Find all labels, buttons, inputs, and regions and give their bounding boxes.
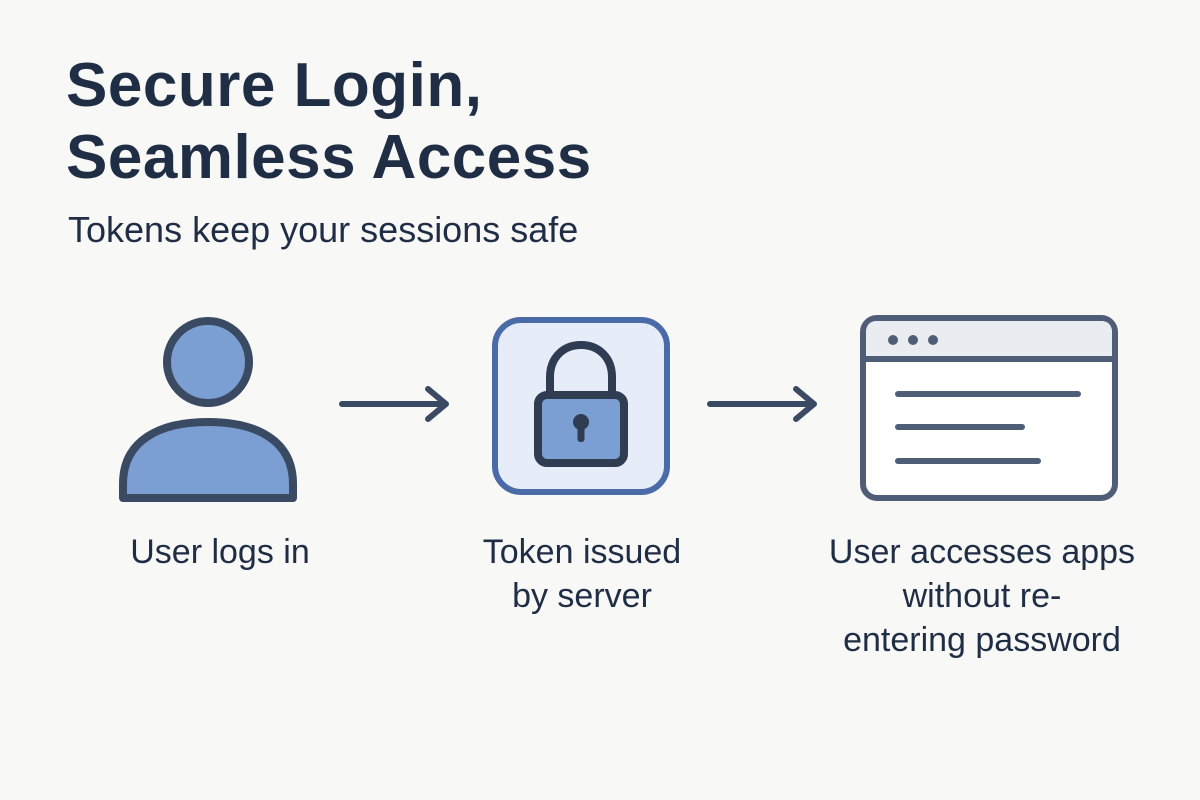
step-label-line: entering password (843, 621, 1121, 659)
step-label-line: by server (512, 577, 652, 615)
window-dot (928, 335, 938, 345)
step-label-token: Token issued by server (432, 530, 732, 618)
page-title: Secure Login, Seamless Access (66, 50, 592, 194)
subtitle: Tokens keep your sessions safe (68, 209, 579, 250)
window-dot (908, 335, 918, 345)
keyhole (573, 414, 589, 430)
browser-window-icon (860, 315, 1118, 501)
window-dot (888, 335, 898, 345)
title-line-1: Secure Login, (66, 51, 483, 120)
step-label-access: User accesses apps without re- entering … (792, 530, 1172, 662)
arrow-right-icon (707, 386, 817, 422)
user-icon (119, 317, 297, 502)
step-label-line: User logs in (130, 533, 310, 571)
step-label-line: User accesses apps (828, 533, 1136, 571)
step-label-login: User logs in (70, 530, 370, 574)
user-body (119, 418, 297, 502)
window-frame (860, 315, 1118, 501)
lock-icon (492, 317, 670, 495)
arrow-right-icon (339, 386, 449, 422)
step-label-line: without re- (902, 577, 1062, 615)
user-head (163, 317, 253, 407)
title-line-2: Seamless Access (66, 123, 592, 192)
window-title-bar (866, 321, 1112, 359)
lock-shackle (546, 340, 616, 401)
step-label-line: Token issued (482, 533, 682, 571)
